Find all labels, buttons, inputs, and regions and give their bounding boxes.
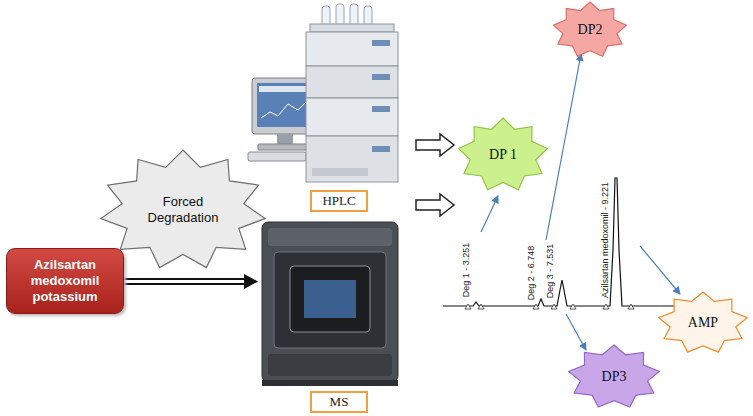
- product-starburst: DP 1: [458, 118, 548, 192]
- hollow-arrow: [416, 134, 454, 156]
- node-text: MS: [324, 394, 355, 410]
- node-text: AMP: [688, 315, 718, 331]
- leader-arrow: [566, 314, 586, 350]
- peak-label: Deg 3 - 7.531: [545, 244, 555, 299]
- peak-label: Azilsartan medoxomil - 9.221: [600, 182, 610, 298]
- leader-arrow: [546, 54, 581, 240]
- leader-arrow: [640, 246, 680, 294]
- source-box: Azilsartan medoxomil potassium: [6, 248, 124, 314]
- product-starburst: DP2: [553, 2, 627, 58]
- hplc-instrument: [306, 4, 398, 182]
- feed-arrow: [124, 274, 258, 289]
- node-text: Forced Degradation: [138, 194, 228, 226]
- product-starburst: DP3: [568, 345, 660, 409]
- node-text: DP3: [602, 369, 627, 385]
- instrument-label: HPLC: [310, 190, 368, 212]
- product-starburst: AMP: [658, 292, 748, 354]
- peak-label: Deg 2 - 6.748: [526, 246, 536, 301]
- ms-instrument: [262, 222, 398, 386]
- chromatogram: [443, 178, 730, 309]
- node-text: Azilsartan medoxomil potassium: [7, 253, 123, 309]
- node-text: DP2: [578, 22, 603, 38]
- instrument-label: MS: [310, 391, 368, 413]
- node-text: HPLC: [316, 193, 361, 209]
- node-text: DP 1: [489, 147, 517, 163]
- leader-arrow: [481, 196, 498, 232]
- peak-label: Deg 1 - 3.251: [461, 243, 471, 298]
- process-starburst: Forced Degradation: [100, 150, 266, 270]
- hollow-arrow: [416, 194, 454, 216]
